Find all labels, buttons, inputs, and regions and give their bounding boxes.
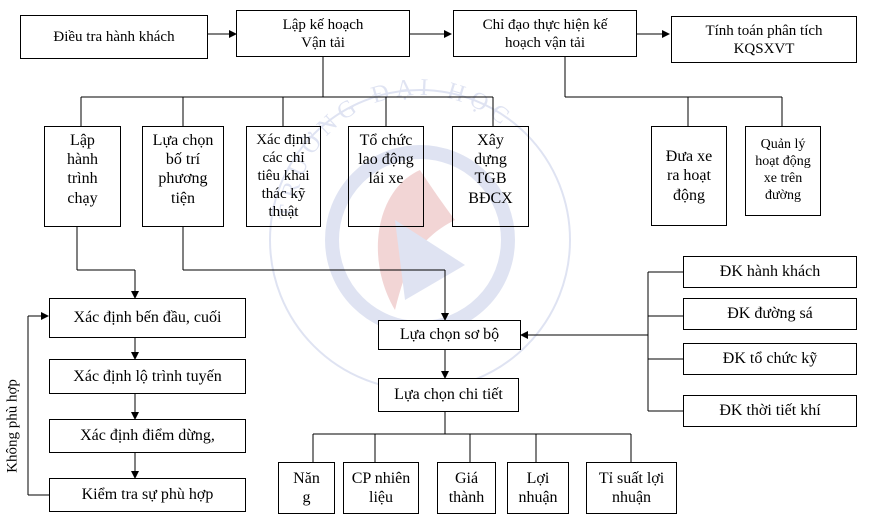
criterion-profit-label: Lợi nhuận	[518, 469, 558, 506]
condition-weather-label: ĐK thời tiết khí	[719, 402, 821, 420]
condition-roads-label: ĐK đường sá	[727, 305, 813, 323]
timetable-label: Xây dựng TGB BĐCX	[468, 132, 513, 207]
stop-points-step-box: Xác định điểm dừng,	[49, 419, 246, 453]
plan-execution-label: Chỉ đạo thực hiện kế hoạch vận tải	[482, 16, 608, 51]
route-path-step-label: Xác định lộ trình tuyến	[73, 367, 222, 385]
vehicle-dispatch-box: Đưa xe ra hoạt động	[651, 126, 727, 226]
not-suitable-label: Không phù hợp	[4, 379, 21, 473]
plan-execution-box: Chỉ đạo thực hiện kế hoạch vận tải	[453, 10, 637, 57]
condition-weather-box: ĐK thời tiết khí	[683, 395, 857, 427]
suitability-check-label: Kiểm tra sự phù hợp	[81, 486, 214, 504]
technical-indicators-box: Xác định các chỉ tiêu khai thác kỹ thuật	[246, 126, 321, 227]
university-logo-watermark: TRƯỜNG ĐẠI HỌC HO CHI MINH UNIVERSITY	[269, 75, 571, 391]
preliminary-selection-box: Lựa chọn sơ bộ	[378, 320, 521, 350]
suitability-check-box: Kiểm tra sự phù hợp	[49, 478, 246, 512]
criterion-unit-cost-box: Giá thành	[437, 462, 496, 514]
vehicle-selection-label: Lựa chọn bố trí phương tiện	[152, 132, 214, 207]
condition-passengers-label: ĐK hành khách	[719, 263, 821, 281]
driver-organization-box: Tổ chức lao động lái xe	[348, 126, 424, 227]
criterion-capacity-box: Năn g	[278, 462, 335, 514]
timetable-box: Xây dựng TGB BĐCX	[452, 126, 529, 227]
route-schedule-box: Lập hành trình chạy	[44, 126, 121, 227]
terminal-step-label: Xác định bến đầu, cuối	[73, 309, 222, 327]
vehicle-dispatch-label: Đưa xe ra hoạt động	[665, 148, 713, 204]
stop-points-step-label: Xác định điểm dừng,	[80, 427, 215, 445]
transport-planning-label: Lập kế hoạch Vận tải	[282, 16, 364, 51]
result-analysis-box: Tính toán phân tích KQSXVT	[671, 16, 857, 63]
condition-roads-box: ĐK đường sá	[683, 298, 857, 330]
transport-planning-box: Lập kế hoạch Vận tải	[236, 10, 410, 57]
route-schedule-label: Lập hành trình chạy	[66, 132, 99, 207]
criterion-capacity-label: Năn g	[293, 469, 320, 506]
criterion-profit-rate-box: Tỉ suất lợi nhuận	[586, 462, 677, 514]
detailed-selection-label: Lựa chọn chi tiết	[394, 386, 503, 404]
criterion-profit-box: Lợi nhuận	[507, 462, 569, 514]
terminal-step-box: Xác định bến đầu, cuối	[49, 298, 246, 338]
criterion-profit-rate-label: Tỉ suất lợi nhuận	[598, 469, 665, 506]
survey-passengers-box: Điều tra hành khách	[20, 15, 208, 59]
condition-technical-org-label: ĐK tổ chức kỹ	[722, 350, 818, 368]
preliminary-selection-label: Lựa chọn sơ bộ	[399, 326, 500, 344]
condition-passengers-box: ĐK hành khách	[683, 256, 857, 288]
feedback-label-container: Không phù hợp	[2, 356, 24, 496]
vehicle-selection-box: Lựa chọn bố trí phương tiện	[142, 126, 224, 227]
criterion-unit-cost-label: Giá thành	[448, 469, 485, 506]
driver-organization-label: Tổ chức lao động lái xe	[358, 132, 414, 188]
route-path-step-box: Xác định lộ trình tuyến	[49, 359, 246, 394]
road-operations-label: Quản lý hoạt động xe trên đường	[755, 137, 811, 203]
detailed-selection-box: Lựa chọn chi tiết	[378, 378, 519, 412]
criterion-fuel-cost-label: CP nhiên liệu	[351, 469, 411, 506]
result-analysis-label: Tính toán phân tích KQSXVT	[705, 22, 823, 57]
criterion-fuel-cost-box: CP nhiên liệu	[343, 462, 419, 514]
road-operations-box: Quản lý hoạt động xe trên đường	[745, 126, 821, 216]
technical-indicators-label: Xác định các chỉ tiêu khai thác kỹ thuật	[256, 132, 311, 220]
survey-passengers-label: Điều tra hành khách	[53, 29, 175, 45]
condition-technical-org-box: ĐK tổ chức kỹ	[683, 343, 857, 375]
